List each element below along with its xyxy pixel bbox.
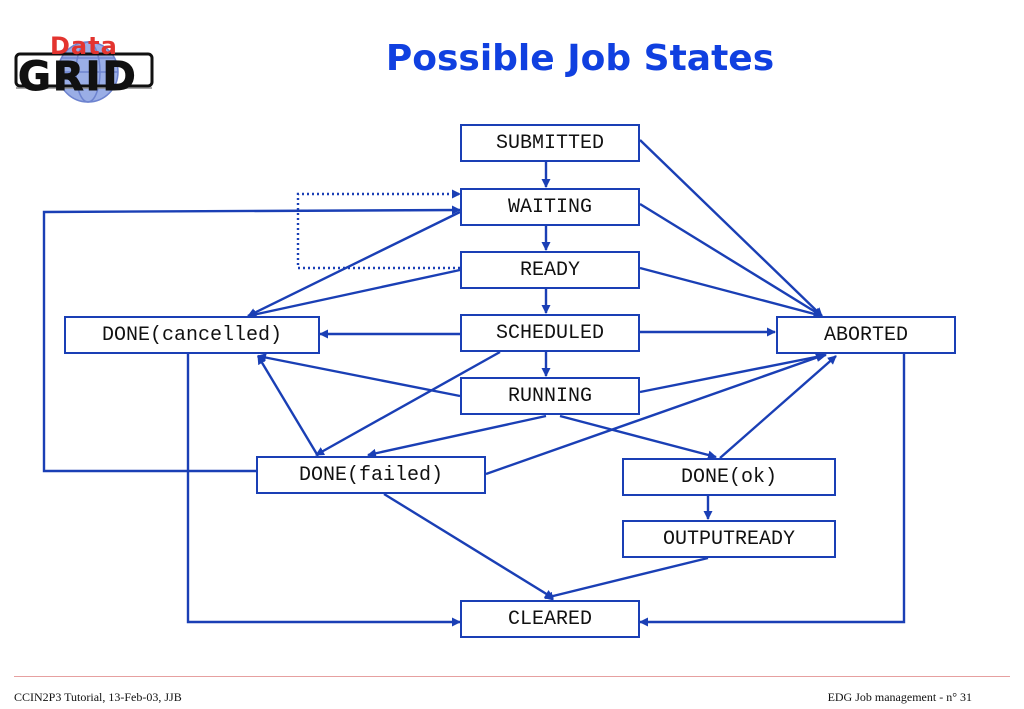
state-scheduled: SCHEDULED [460, 314, 640, 352]
arrow-running-donefailed [367, 414, 547, 458]
arrow-aborted-cleared [639, 354, 906, 627]
page-title: Possible Job States [385, 38, 775, 79]
datagrid-logo: Data GRID [14, 28, 156, 104]
state-done-failed: DONE(failed) [256, 456, 486, 494]
arrow-running-doneok [559, 414, 717, 460]
arrow-running-aborted [639, 352, 827, 394]
arrow-doneok-aborted [719, 355, 837, 459]
state-done-cancelled: DONE(cancelled) [64, 316, 320, 354]
state-cleared: CLEARED [460, 600, 640, 638]
footer-right: EDG Job management - n° 31 [827, 690, 972, 704]
arrow-submitted-aborted [639, 139, 823, 317]
arrow-ready-donecancelled [247, 268, 461, 319]
arrow-ready-aborted [639, 266, 823, 319]
arrow-outputready-cleared [544, 556, 709, 601]
arrow-scheduled-donefailed [315, 350, 501, 457]
state-outputready: OUTPUTREADY [622, 520, 836, 558]
globe-icon [14, 41, 154, 103]
footer-divider [14, 676, 1010, 677]
state-waiting: WAITING [460, 188, 640, 226]
footer-left: CCIN2P3 Tutorial, 13-Feb-03, JJB [14, 690, 182, 704]
arrow-waiting-donecancelled [247, 210, 461, 318]
arrow-donefailed-aborted [485, 353, 825, 476]
arrow-donefailed-donecancelled [256, 355, 320, 457]
arrow-ready-waiting-dotted [296, 189, 461, 270]
arrow-donecancelled-cleared [186, 354, 461, 627]
arrow-waiting-aborted [639, 202, 823, 318]
logo-grid-text: GRID [18, 54, 138, 101]
state-submitted: SUBMITTED [460, 124, 640, 162]
state-ready: READY [460, 251, 640, 289]
logo-data-text: Data [50, 32, 118, 60]
arrow-donefailed-waiting [42, 205, 461, 473]
arrow-donefailed-cleared [383, 492, 554, 600]
arrow-running-donecancelled [257, 353, 461, 398]
state-aborted: ABORTED [776, 316, 956, 354]
state-done-ok: DONE(ok) [622, 458, 836, 496]
state-running: RUNNING [460, 377, 640, 415]
